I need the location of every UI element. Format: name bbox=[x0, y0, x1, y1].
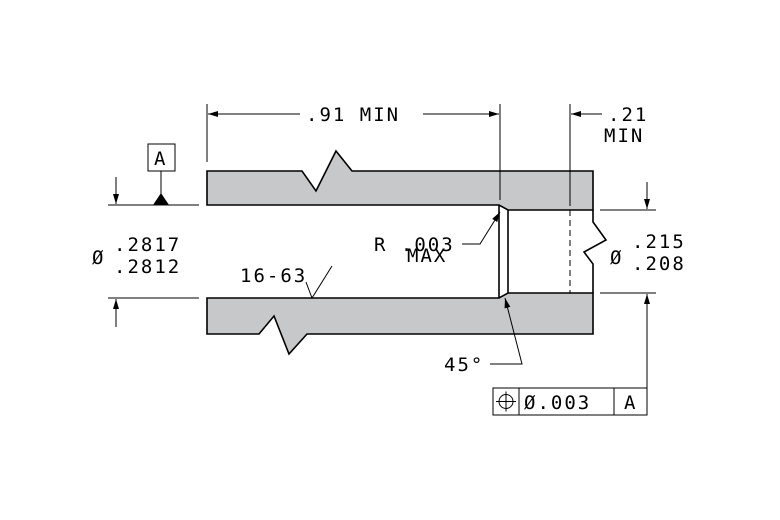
length-dimension: .91 MIN bbox=[206, 104, 501, 200]
counterbore-depth-dimension: .21 MIN bbox=[569, 104, 648, 206]
chamfer-callout: 45° bbox=[444, 297, 523, 376]
length-label: .91 MIN bbox=[306, 104, 400, 126]
break-line bbox=[582, 210, 608, 293]
datum-triangle-icon bbox=[153, 193, 169, 205]
radius-line1: R .003 bbox=[374, 234, 455, 256]
feature-control-frame: Ø.003 A bbox=[492, 387, 648, 416]
counterbore-diameter-dimension: Ø .215 .208 bbox=[600, 182, 686, 398]
fcf-tolerance: Ø.003 bbox=[524, 392, 591, 414]
surface-finish-label: 16-63 bbox=[240, 265, 307, 287]
bore-dia-upper: .2817 bbox=[114, 234, 181, 256]
radius-line2: MAX bbox=[407, 245, 447, 267]
fcf-datum-ref: A bbox=[624, 392, 637, 414]
bore-diameter-dimension: Ø .2817 .2812 bbox=[92, 177, 199, 327]
counterbore-depth-line1: .21 bbox=[608, 104, 648, 126]
chamfer-label: 45° bbox=[444, 354, 484, 376]
position-icon bbox=[496, 391, 516, 412]
counterbore-depth-line2: MIN bbox=[604, 125, 644, 147]
datum-feature-symbol: A bbox=[147, 143, 176, 205]
radius-callout: R .003 MAX bbox=[374, 211, 501, 267]
counterbore-dia-lower: .208 bbox=[632, 253, 686, 275]
bore-dia-lower: .2812 bbox=[114, 256, 181, 278]
datum-label: A bbox=[154, 148, 167, 170]
part-section bbox=[206, 149, 594, 356]
counterbore-dia-upper: .215 bbox=[632, 231, 686, 253]
surface-finish-symbol: 16-63 bbox=[240, 265, 333, 300]
bottom-wall bbox=[206, 292, 594, 356]
bore-edges bbox=[498, 205, 571, 298]
top-wall bbox=[206, 149, 594, 211]
bore-dia-symbol: Ø bbox=[92, 247, 105, 269]
counterbore-dia-symbol: Ø bbox=[610, 247, 623, 269]
